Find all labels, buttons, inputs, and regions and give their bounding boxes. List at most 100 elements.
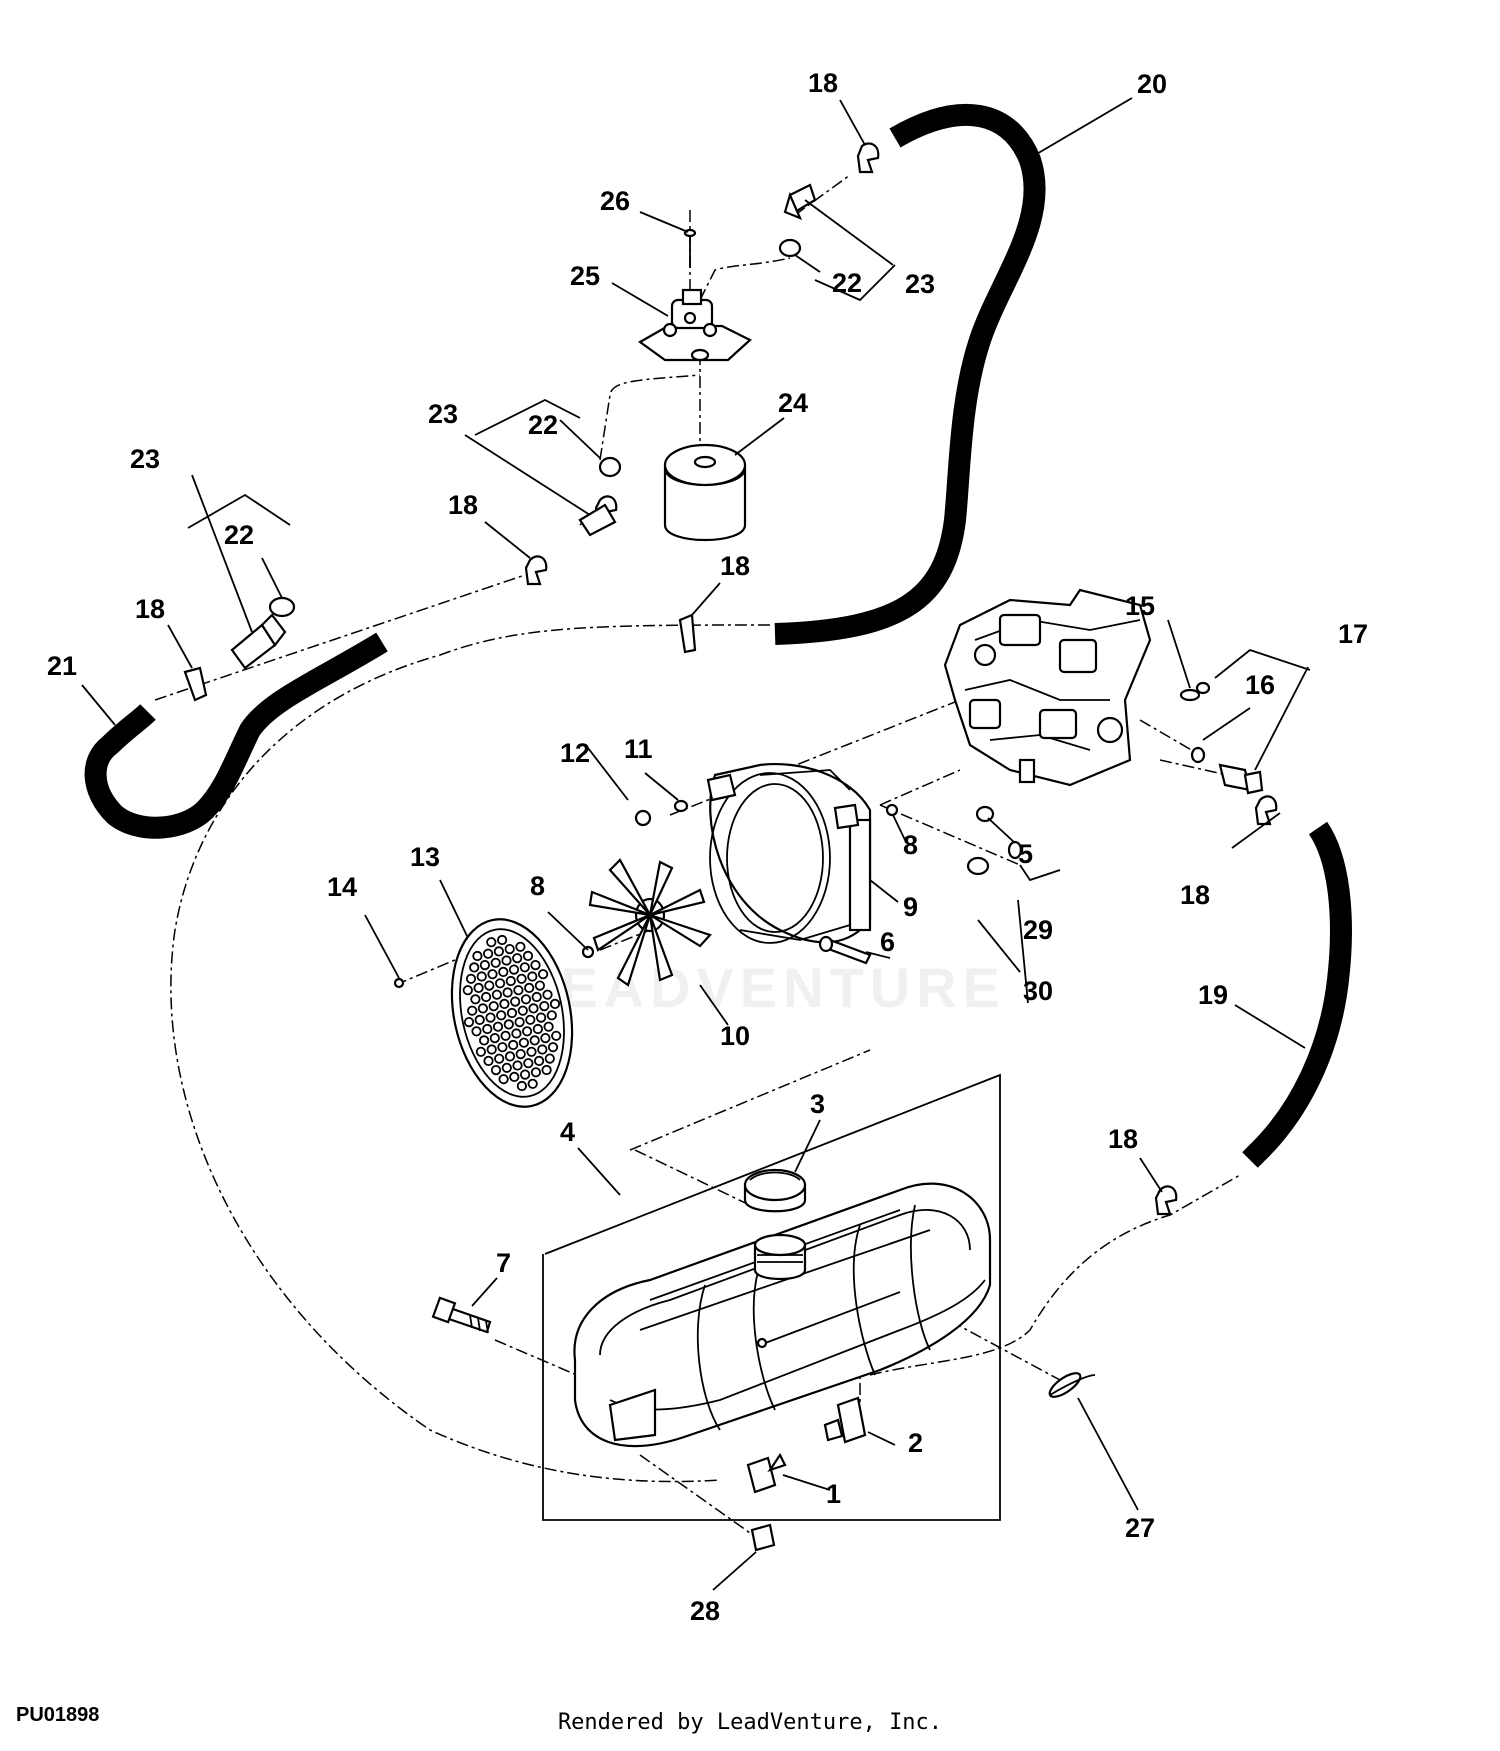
screen-hole [539, 1000, 550, 1012]
screen-hole [527, 971, 538, 982]
screen-hole [529, 1035, 540, 1046]
screen-hole [471, 1026, 482, 1037]
screen-hole [486, 1044, 497, 1055]
screen-hole [537, 969, 549, 980]
callout-13: 13 [410, 842, 440, 872]
screen-hole [467, 1005, 478, 1016]
screen-hole [530, 1067, 542, 1078]
screen-hole [473, 982, 484, 994]
callout-labels: 1 2 3 4 5 6 7 8 8 9 10 11 12 13 14 15 16… [47, 68, 1368, 1626]
screen-hole [499, 998, 510, 1010]
screen-hole [517, 1005, 528, 1016]
screen-hole [533, 1055, 545, 1067]
screen-hole [503, 1019, 514, 1030]
screen-hole [521, 1026, 533, 1037]
callout-16: 16 [1245, 670, 1275, 700]
screen-hole [549, 998, 561, 1010]
screen-hole [531, 991, 542, 1003]
screen-hole [510, 996, 521, 1007]
fan [581, 858, 712, 987]
callout-18e: 18 [1180, 880, 1210, 910]
callout-23b: 23 [428, 399, 458, 429]
callout-29: 29 [1023, 915, 1053, 945]
screen-hole [483, 1055, 494, 1067]
screen-hole [541, 1064, 552, 1076]
callout-22c: 22 [224, 520, 254, 550]
callout-15: 15 [1125, 591, 1155, 621]
screen-hole [508, 1039, 519, 1051]
screen-hole [476, 971, 487, 982]
screen-hole [512, 1060, 523, 1071]
screen-hole [512, 953, 523, 964]
screen-hole [489, 1033, 500, 1044]
callout-11: 11 [624, 734, 653, 764]
screen-hole [544, 1053, 555, 1064]
screen-hole [520, 994, 532, 1005]
fuel-tank [542, 1073, 1096, 1552]
fittings [183, 142, 1278, 1216]
screen-hole [487, 969, 498, 980]
figure-id: PU01898 [16, 1704, 100, 1726]
screen-hole [474, 1014, 485, 1026]
callout-25: 25 [570, 261, 600, 291]
screen [393, 918, 574, 1108]
fuel-filter-assembly [637, 228, 752, 541]
hose-19 [1242, 821, 1352, 1168]
screen-hole [530, 959, 541, 971]
screen-hole [490, 1065, 502, 1076]
screen-hole [482, 1023, 493, 1035]
screen-hole [515, 1049, 526, 1060]
callout-12: 12 [560, 738, 590, 768]
callout-1: 1 [826, 1479, 841, 1509]
screen-hole [490, 957, 501, 968]
screen-hole [514, 1016, 525, 1028]
screen-hole [519, 1069, 531, 1080]
callout-8a: 8 [530, 871, 545, 901]
screen-hole [502, 987, 513, 998]
screen-hole [492, 1021, 504, 1032]
callout-22b: 22 [528, 410, 558, 440]
screen-hole [501, 955, 512, 966]
callout-14: 14 [327, 872, 357, 902]
screen-hole [526, 1046, 537, 1057]
screen-hole [527, 1078, 538, 1089]
screen-hole [509, 1071, 520, 1083]
screen-hole [543, 1021, 554, 1032]
screen-hole [522, 950, 534, 962]
callout-3: 3 [810, 1089, 825, 1119]
screen-hole [525, 1014, 536, 1025]
screen-hole [480, 991, 492, 1003]
screen-hole [500, 1030, 511, 1041]
callout-19: 19 [1198, 980, 1228, 1010]
callout-8b: 8 [903, 830, 918, 860]
leader-lines [81, 97, 1311, 1591]
screen-hole [504, 1051, 516, 1062]
fan-shroud [634, 763, 899, 944]
screen-hole [498, 966, 509, 978]
screen-hole [477, 1003, 488, 1014]
screen-hole [516, 1080, 528, 1092]
screen-hole [528, 1003, 539, 1014]
screen-hole [516, 973, 527, 984]
screen-hole [469, 962, 480, 973]
screen-hole [551, 1030, 562, 1041]
hose-21 [84, 632, 388, 839]
screen-hole [535, 1012, 547, 1023]
callout-17: 17 [1338, 619, 1368, 649]
transmission-block [943, 588, 1264, 876]
screen-hole [496, 1010, 507, 1021]
screen-hole [486, 937, 497, 948]
callout-21: 21 [47, 651, 77, 681]
screen-hole [465, 973, 477, 984]
screen-hole [519, 962, 530, 973]
callout-30: 30 [1023, 976, 1053, 1006]
screen-hole [470, 994, 481, 1005]
callout-6: 6 [880, 927, 895, 957]
callout-9: 9 [903, 892, 918, 922]
hoses [84, 103, 1352, 1168]
screen-hole [505, 975, 516, 987]
callout-22a: 22 [832, 268, 862, 298]
callout-10: 10 [720, 1021, 750, 1051]
screen-hole [515, 941, 526, 952]
screen-hole [513, 985, 524, 996]
